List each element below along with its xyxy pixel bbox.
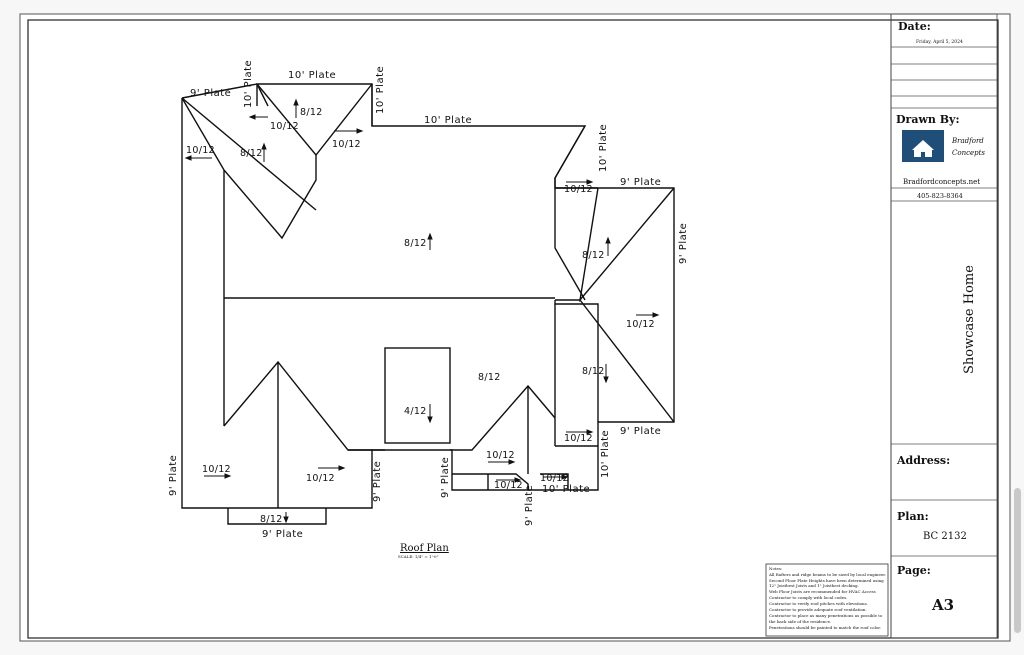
company-website: Bradfordconcepts.net: [903, 178, 980, 186]
label-pitch-bottom-bump: 8/12: [260, 514, 283, 525]
roof-labels: 9' Plate 10' Plate 10' Plate 10' Plate 1…: [168, 60, 689, 540]
label-pitch-bottom-tiny: 10/12: [494, 480, 523, 491]
notes-line-0: Notes:: [769, 566, 782, 571]
label-pitch-main: 8/12: [404, 238, 427, 249]
roof-lines: [181, 83, 675, 525]
notes-line-10: Penetrations should be painted to match …: [769, 625, 881, 630]
date-label: Date:: [898, 20, 931, 33]
drawing-scale: SCALE: 1/4" = 1'-0": [398, 554, 439, 559]
address-label: Address:: [896, 454, 950, 467]
label-plate-10-right-lower-vertical: 10' Plate: [600, 430, 611, 478]
company-name-line2: Concepts: [952, 149, 985, 157]
flat-roof-box: [384, 347, 451, 444]
label-plate-9-top-left: 9' Plate: [190, 88, 231, 99]
label-pitch-center-lower: 8/12: [478, 372, 501, 383]
label-plate-9-right-vertical: 9' Plate: [678, 223, 689, 264]
notes-line-4: Web Floor Joists are recommended for HVA…: [769, 589, 876, 594]
inner-border: [27, 19, 999, 639]
notes-line-8: Contractor to place as many penetrations…: [769, 613, 883, 618]
company-logo: Bradford Concepts: [902, 130, 985, 162]
label-pitch-bottom-left: 10/12: [202, 464, 231, 475]
label-pitch-left-wing-8: 8/12: [240, 148, 263, 159]
company-name-line1: Bradford: [951, 137, 984, 145]
notes-line-3: 12" Joistbest Joists and 1" Joistbest de…: [769, 583, 859, 588]
drawing-title: Roof Plan: [400, 543, 449, 554]
label-plate-9-bottom-center-vertical: 9' Plate: [440, 457, 451, 498]
label-pitch-gable-right: 10/12: [332, 139, 361, 150]
label-pitch-right-lower-small: 10/12: [564, 433, 593, 444]
label-pitch-right-8-lower: 8/12: [582, 366, 605, 377]
notes-line-5: Contractor to comply with local codes.: [769, 595, 847, 600]
label-plate-10-top-left-vertical: 10' Plate: [243, 60, 254, 108]
label-pitch-right-hip: 10/12: [626, 319, 655, 330]
notes-line-7: Contractor to provide adequate roof vent…: [769, 607, 867, 612]
notes-line-2: Second Floor Plate Heights have been det…: [769, 578, 884, 583]
label-pitch-left-wing: 10/12: [186, 145, 215, 156]
page-label: Page:: [897, 564, 931, 577]
page-value: A3: [931, 596, 954, 614]
label-plate-9-bottom-center-vertical2: 9' Plate: [524, 485, 535, 526]
label-pitch-right-upper-small: 10/12: [564, 184, 593, 195]
label-plate-9-mid-bottom-vertical: 9' Plate: [372, 461, 383, 502]
label-pitch-bottom-center: 10/12: [306, 473, 335, 484]
notes-line-6: Contractor to verify roof pitches with e…: [769, 601, 868, 606]
label-plate-10-top: 10' Plate: [288, 70, 336, 81]
label-pitch-bottom-tiny2: 10/12: [540, 473, 569, 484]
label-pitch-box: 4/12: [404, 406, 427, 417]
label-pitch-gable-top: 8/12: [300, 107, 323, 118]
vertical-scrollbar[interactable]: [1014, 488, 1021, 633]
notes-line-9: the back side of the residence.: [769, 619, 831, 624]
label-pitch-bottom-mid: 10/12: [486, 450, 515, 461]
label-pitch-gable-left: 10/12: [270, 121, 299, 132]
outer-border: [19, 13, 1011, 642]
label-plate-10-bottom-right: 10' Plate: [542, 484, 590, 495]
plan-value: BC 2132: [923, 531, 967, 542]
label-plate-9-right-bottom: 9' Plate: [620, 426, 661, 437]
label-plate-9-right-top: 9' Plate: [620, 177, 661, 188]
date-value: Friday, April 5, 2024: [916, 39, 963, 45]
pitch-arrows: [184, 98, 660, 524]
label-plate-10-top-right-vertical: 10' Plate: [375, 66, 386, 114]
label-plate-9-left-vertical: 9' Plate: [168, 455, 179, 496]
project-name: Showcase Home: [962, 265, 977, 374]
title-block: Date: Friday, April 5, 2024 Drawn By: Br…: [890, 13, 998, 639]
notes-block: Notes: All Rafters and ridge beams to be…: [765, 563, 889, 637]
notes-line-1: All Rafters and ridge beams to be sized …: [768, 572, 886, 577]
label-pitch-right-8-upper: 8/12: [582, 250, 605, 261]
label-plate-9-bottom: 9' Plate: [262, 529, 303, 540]
plan-label: Plan:: [897, 510, 929, 523]
label-plate-10-main: 10' Plate: [424, 115, 472, 126]
label-plate-10-right-vertical: 10' Plate: [598, 124, 609, 172]
drawn-by-label: Drawn By:: [896, 113, 960, 126]
company-phone: 405-823-8364: [917, 192, 963, 200]
